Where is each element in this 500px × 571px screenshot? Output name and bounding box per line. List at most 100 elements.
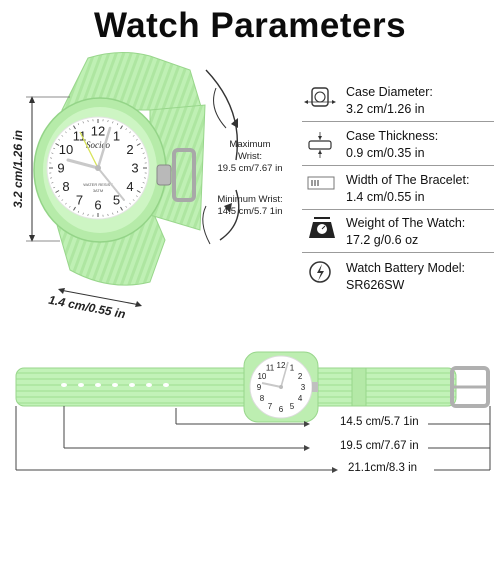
page-title: Watch Parameters [93,6,407,45]
scale-icon [309,217,335,238]
dial-tick [129,131,131,134]
dial-number: 5 [290,402,295,411]
strap-hole [129,383,135,387]
dial-tick [65,202,67,205]
dial-number: 8 [62,179,69,194]
dial-tick [53,147,56,150]
dial-tick [116,210,119,213]
spec-weight: Weight of The Watch: 17.2 g/0.6 oz [346,216,466,247]
dial-number: 1 [290,364,295,373]
dial-tick [58,138,61,141]
divider [302,252,494,253]
dial-tick [135,138,138,141]
dial-number: 5 [113,193,120,208]
dial-number: 4 [126,179,133,194]
dial-tick [129,202,131,205]
dial-number: 6 [94,198,101,213]
divider [302,209,494,210]
dial-number: 10 [257,372,266,381]
dial-number: 11 [266,364,275,373]
strap-hole [95,383,101,387]
watch-crown [156,164,172,186]
strap-hole [163,383,169,387]
dial-tick [135,195,138,198]
divider [302,121,494,122]
dial-tick [125,128,128,131]
dial-tick [136,190,141,193]
dial-tick [140,186,143,189]
dial-tick [68,205,71,208]
buckle [172,148,196,202]
dial-tick [120,206,123,211]
dial-tick [55,190,60,193]
dial-tick [112,121,114,124]
case-thickness-icon [308,132,332,158]
dial-tick [73,125,76,130]
strap-dim-full: 21.1cm/8.3 in [348,462,418,474]
dial-number: 3 [301,383,306,392]
dial-number: 12 [91,124,105,139]
dial-number: 9 [57,161,64,176]
strap-hole [112,383,118,387]
dial-number: 4 [298,394,303,403]
dial-tick [116,123,119,126]
dial-tick [120,125,123,130]
strap-dim-medium: 19.5 cm/7.67 in [340,440,419,452]
spec-case-thickness: Case Thickness: 0.9 cm/0.35 in [346,129,439,160]
spec-case-diameter: Case Diameter: 3.2 cm/1.26 in [346,85,433,116]
strap-hole [61,383,67,387]
height-dimension-label: 3.2 cm/1.26 in [11,129,25,209]
min-wrist-label: Minimum Wrist: 14.5 cm/5.7 1in [217,194,283,217]
dial-number: 12 [277,361,286,370]
strap-hole [78,383,84,387]
spec-battery: Watch Battery Model: SR626SW [346,261,466,292]
dial-tick [136,143,141,146]
dial-tick [125,205,128,208]
divider [302,165,494,166]
dial-tick [55,143,60,146]
dial-tick [68,128,71,131]
spec-bracelet-width: Width of The Bracelet: 1.4 cm/0.55 in [346,173,470,204]
water-resist-text: WATER RESIST [83,182,113,187]
dial-tick [112,212,114,215]
strap-dim-short: 14.5 cm/5.7 1in [340,416,419,428]
dial-number: 7 [76,193,83,208]
dial-tick [65,131,67,134]
case-diameter-icon [304,87,336,107]
dial-number: 7 [268,402,273,411]
dial-number: 8 [260,394,265,403]
dial-tick [51,182,54,184]
strap-hole [146,383,152,387]
dial-tick [142,182,145,184]
dial-tick [73,206,76,211]
dial-tick [77,123,80,126]
dial-tick [142,152,145,154]
dial-tick [77,210,80,213]
dial-number: 9 [257,383,262,392]
dial-tick [53,186,56,189]
long-strap [15,367,457,407]
dial-number: 6 [279,405,284,414]
dial-tick [82,212,84,215]
dial-number: 2 [298,372,303,381]
strap-buckle [450,366,490,408]
dial-tick [132,135,135,137]
dial-tick [132,199,135,201]
dial-tick [58,195,61,198]
depth-text: 3ATM [93,188,103,193]
dial-tick [61,135,64,137]
dial-tick [51,152,54,154]
bracelet-width-icon [307,176,335,190]
max-wrist-label: Maximum Wrist: 19.5 cm/7.67 in [217,139,283,174]
dial-tick [61,199,64,201]
dial-number: 2 [126,142,133,157]
dial-tick [82,121,84,124]
dial-number: 3 [131,161,138,176]
dial-number: 10 [59,142,73,157]
brand-logo: Socico [86,140,110,150]
dial-tick [140,147,143,150]
dial-number: 11 [73,129,87,144]
dial-number: 1 [113,129,120,144]
battery-icon [309,261,331,283]
